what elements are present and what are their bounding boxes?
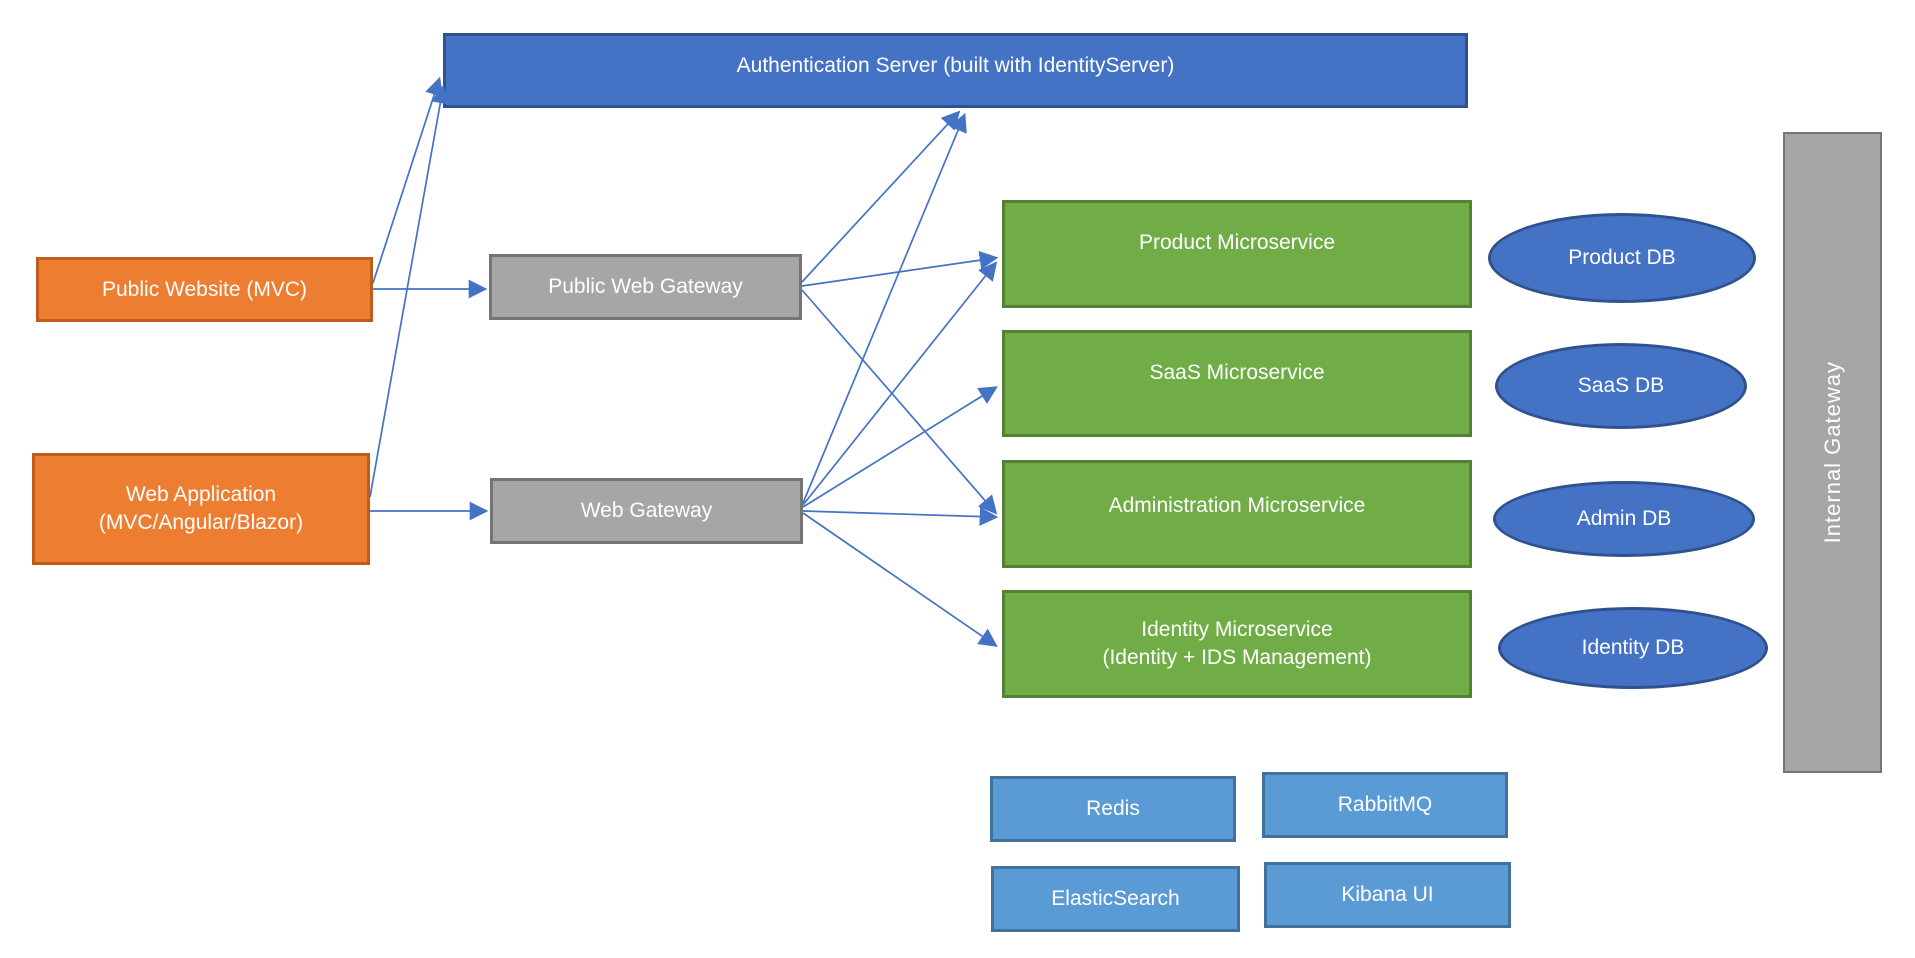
administration-microservice-label: Administration Microservice [1108,494,1366,518]
edge-web_gateway-to-identity_ms [802,512,998,647]
identity-db-label: Identity DB [1581,636,1685,660]
identity-microservice-label-line2: (Identity + IDS Management) [1102,646,1372,669]
rabbitmq-label: RabbitMQ [1337,793,1433,817]
internal-gateway-label: Internal Gateway [1819,361,1845,544]
redis-box: Redis [990,776,1236,842]
product-db-ellipse: Product DB [1488,213,1756,303]
web-gateway-label: Web Gateway [580,499,713,523]
admin-db-ellipse: Admin DB [1493,481,1755,557]
auth-server-box: Authentication Server (built with Identi… [443,33,1468,108]
public-web-gateway-label: Public Web Gateway [548,275,743,299]
web-application-label-line1: Web Application [125,483,277,507]
kibana-ui-box: Kibana UI [1264,862,1511,928]
identity-microservice-box: Identity Microservice (Identity + IDS Ma… [1002,590,1472,698]
public-website-label: Public Website (MVC) [102,277,307,301]
public-web-gateway-box: Public Web Gateway [489,254,802,320]
edge-public_website-to-auth_server [372,76,444,284]
edge-public_web_gateway-to-product_ms [801,250,999,287]
edge-web_gateway-to-product_ms [802,261,998,506]
internal-gateway-bar: Internal Gateway [1783,132,1882,773]
edge-web_gateway-to-auth_server [802,112,967,504]
identity-microservice-label-line1: Identity Microservice [1141,618,1333,642]
elasticsearch-box: ElasticSearch [991,866,1240,932]
web-application-label-line2: (MVC/Angular/Blazor) [98,511,304,534]
edge-web_gateway-to-admin_ms [802,507,999,526]
saas-microservice-box: SaaS Microservice [1002,330,1472,437]
admin-db-label: Admin DB [1576,507,1672,531]
rabbitmq-box: RabbitMQ [1262,772,1508,838]
product-db-label: Product DB [1568,246,1676,270]
auth-server-label: Authentication Server (built with Identi… [736,53,1175,77]
administration-microservice-box: Administration Microservice [1002,460,1472,568]
saas-db-label: SaaS DB [1577,374,1665,398]
saas-db-ellipse: SaaS DB [1495,343,1747,429]
edge-public_web_gateway-to-admin_ms [801,289,998,515]
product-microservice-box: Product Microservice [1002,200,1472,308]
web-gateway-box: Web Gateway [490,478,803,544]
saas-microservice-label: SaaS Microservice [1149,360,1325,384]
elasticsearch-label: ElasticSearch [1051,887,1180,911]
redis-label: Redis [1086,797,1140,821]
public-website-box: Public Website (MVC) [36,257,373,322]
edge-web_application-to-auth_server [369,84,450,498]
kibana-ui-label: Kibana UI [1341,883,1434,907]
web-application-box: Web Application (MVC/Angular/Blazor) [32,453,370,565]
product-microservice-label: Product Microservice [1138,231,1336,255]
identity-db-ellipse: Identity DB [1498,607,1768,689]
edge-web_gateway-to-saas_ms [802,386,998,508]
edge-public_web_gateway-to-auth_server [801,110,961,283]
